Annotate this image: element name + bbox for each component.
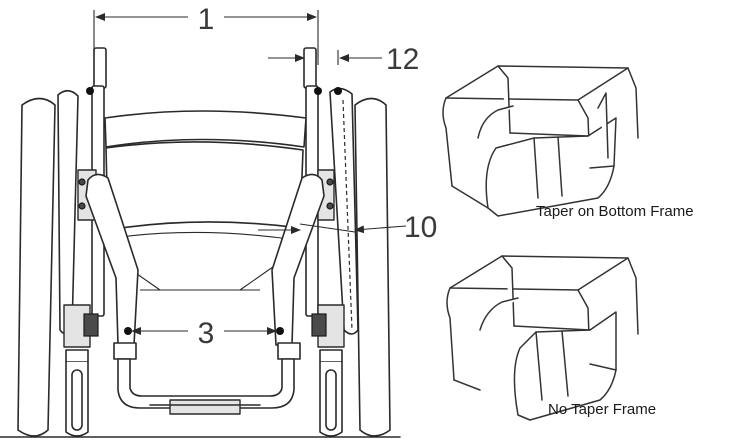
taper-cross-1 xyxy=(533,137,539,199)
right-caster-clamp xyxy=(311,313,327,337)
right-push-handle xyxy=(303,47,317,89)
left-wheel-outer xyxy=(17,97,56,437)
taper-caption: Taper on Bottom Frame xyxy=(536,203,694,220)
notaper-mid-rail xyxy=(513,325,591,331)
seat-cross-brace xyxy=(119,261,281,291)
left-front-frame-tube xyxy=(85,173,139,346)
point-left-bottom xyxy=(124,327,132,335)
taper-mid-rail xyxy=(509,132,589,137)
right-bolt-1 xyxy=(326,178,334,186)
taper-base-right xyxy=(589,165,615,169)
left-bolt-1 xyxy=(78,178,86,186)
dim10-span xyxy=(299,223,356,233)
left-footrest-clamp xyxy=(113,342,137,360)
point-right-bottom xyxy=(276,327,284,335)
notaper-base-left xyxy=(453,379,481,391)
notaper-left-rear-post xyxy=(501,255,515,327)
backrest-panel xyxy=(105,141,304,231)
no-taper-caption: No Taper Frame xyxy=(548,401,656,418)
taper-front-hoop-left xyxy=(477,105,514,139)
notaper-base-right xyxy=(589,363,617,371)
left-push-handle xyxy=(93,47,107,89)
left-caster-clamp xyxy=(83,313,99,337)
notaper-front-hoop-left xyxy=(479,297,519,331)
footrest-loop xyxy=(117,358,295,409)
taper-left-back-curve xyxy=(442,97,453,187)
taper-bottom-frame xyxy=(485,117,617,217)
notaper-far-post xyxy=(627,257,639,335)
right-bolt-2 xyxy=(326,202,334,210)
taper-frame-illustration xyxy=(442,65,639,217)
point-right-top xyxy=(314,87,322,95)
dim3-label: 3 xyxy=(198,317,215,350)
right-centerline xyxy=(342,99,353,331)
right-front-frame-tube xyxy=(271,173,325,346)
point-left-top xyxy=(86,87,94,95)
dim12-label: 12 xyxy=(386,43,419,76)
taper-far-post xyxy=(627,67,639,139)
point-wheel-top xyxy=(334,87,342,95)
right-caster-wheel xyxy=(325,369,337,431)
footplate xyxy=(169,399,241,415)
taper-cross-2 xyxy=(557,136,563,197)
backrest-upper xyxy=(104,110,307,148)
wheelchair-front-view: 1 12 10 3 xyxy=(0,3,437,438)
notaper-left-back-curve xyxy=(446,287,455,381)
left-caster-wheel xyxy=(71,369,83,431)
right-caster-cap xyxy=(319,349,343,363)
dim1-label: 1 xyxy=(198,3,215,36)
notaper-top-rail xyxy=(449,255,629,291)
taper-base-left xyxy=(451,185,489,209)
left-caster-cap xyxy=(65,349,89,363)
taper-front-right-hoop xyxy=(597,92,609,159)
taper-top-rail xyxy=(445,65,629,101)
right-footrest-clamp xyxy=(277,342,301,360)
right-wheel-outer xyxy=(354,97,391,437)
no-taper-frame-illustration xyxy=(446,255,639,421)
left-pushrim xyxy=(57,89,79,335)
dim10-label: 10 xyxy=(404,211,437,244)
seat-line xyxy=(111,231,297,241)
taper-left-rear-post xyxy=(497,65,511,134)
notaper-cross-2 xyxy=(561,330,569,397)
dim10-arrow-right xyxy=(354,225,407,234)
left-bolt-2 xyxy=(78,202,86,210)
notaper-cross-1 xyxy=(535,331,543,401)
